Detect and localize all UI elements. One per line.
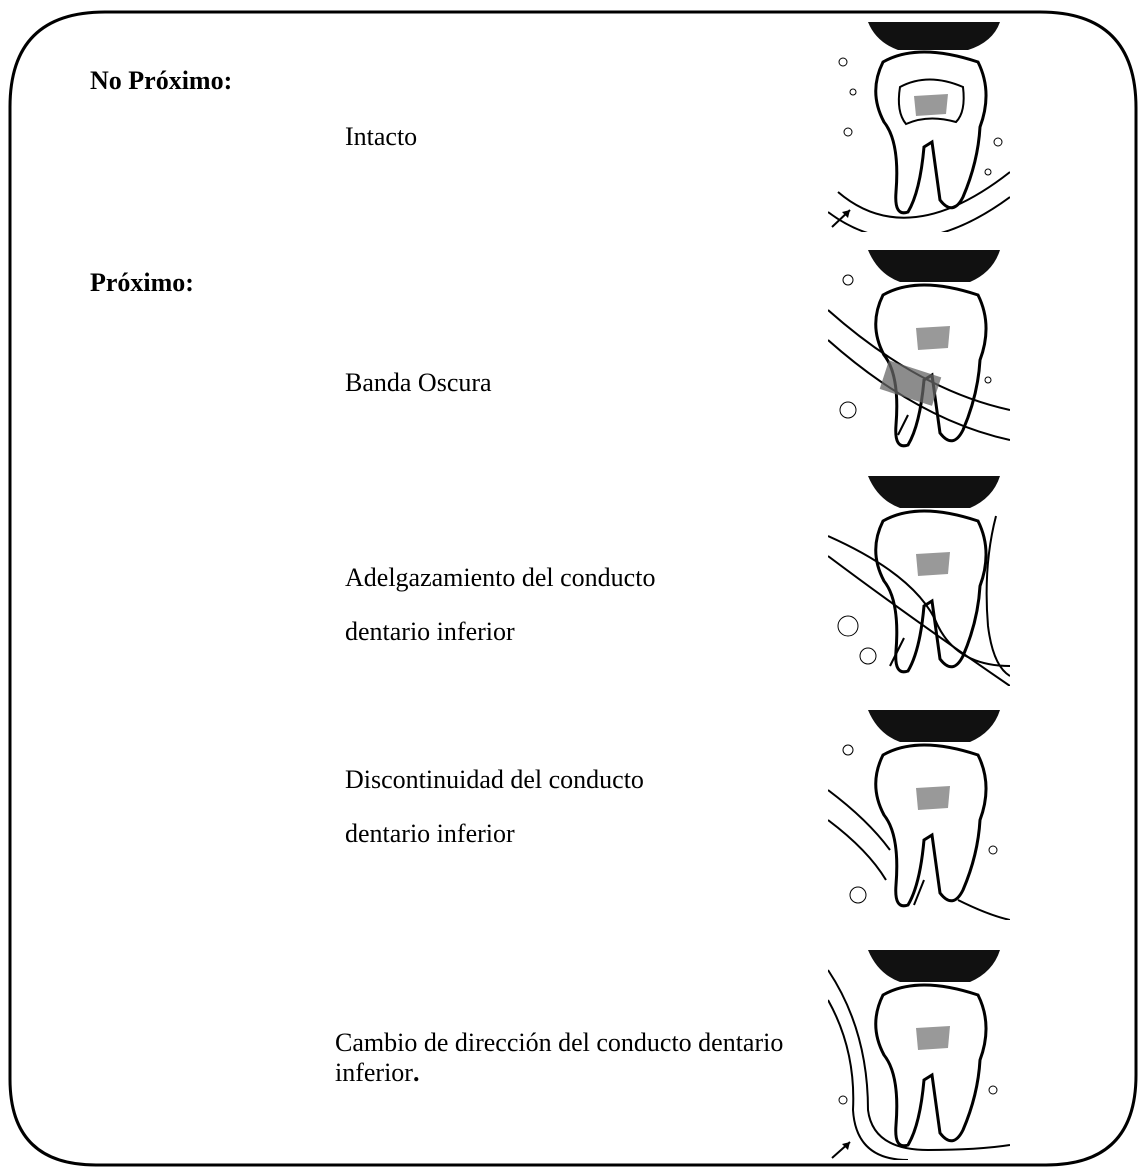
tooth-canal-dark-band-illustration: [828, 250, 1010, 460]
label-cambio-line1: Cambio de dirección del conducto dentari…: [335, 1028, 783, 1058]
label-cambio-line2: inferior: [335, 1058, 413, 1087]
tooth-canal-narrowing-illustration: [828, 476, 1010, 686]
tooth-canal-discontinuity-illustration: [828, 710, 1010, 920]
label-discontinuidad-line2: dentario inferior: [345, 807, 644, 861]
label-intacto: Intacto: [345, 124, 417, 150]
heading-no-proximo: No Próximo:: [90, 68, 232, 94]
heading-proximo: Próximo:: [90, 270, 194, 296]
label-adelgazamiento-line1: Adelgazamiento del conducto: [345, 551, 655, 605]
label-adelgazamiento-line2: dentario inferior: [345, 605, 655, 659]
tooth-canal-intact-illustration: [828, 22, 1010, 232]
tooth-canal-diversion-illustration: [828, 950, 1010, 1160]
label-discontinuidad-line1: Discontinuidad del conducto: [345, 753, 644, 807]
label-cambio-direccion: Cambio de dirección del conducto dentari…: [335, 1028, 783, 1088]
label-adelgazamiento: Adelgazamiento del conducto dentario inf…: [345, 551, 655, 659]
label-discontinuidad: Discontinuidad del conducto dentario inf…: [345, 753, 644, 861]
label-cambio-period: .: [413, 1058, 420, 1087]
label-banda-oscura: Banda Oscura: [345, 370, 492, 396]
